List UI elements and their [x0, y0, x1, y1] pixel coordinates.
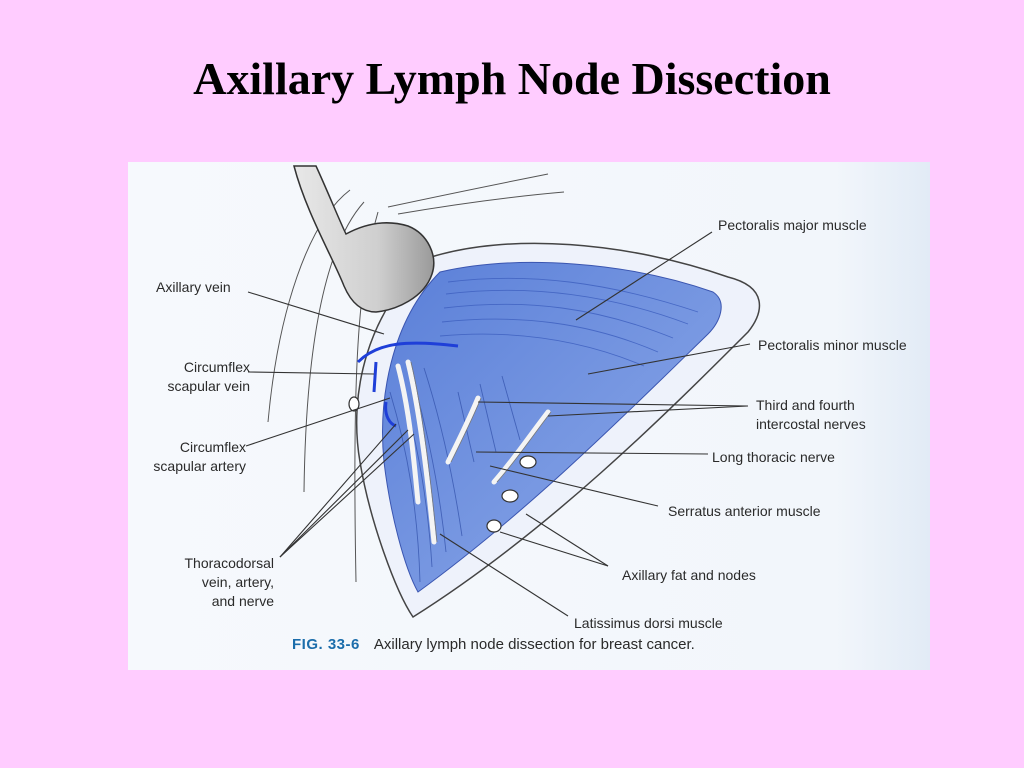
muscle-field [382, 261, 722, 593]
pectoralis-major-fibers [439, 277, 699, 367]
label-axillary-vein: Axillary vein [156, 279, 231, 295]
label-line: Circumflex [183, 359, 250, 375]
label-latissimus-dorsi: Latissimus dorsi muscle [574, 615, 723, 631]
label-long-thoracic-nerve: Long thoracic nerve [712, 449, 835, 465]
label-axillary-fat-nodes: Axillary fat and nodes [622, 567, 756, 583]
label-pectoralis-major: Pectoralis major muscle [718, 217, 867, 233]
anatomy-illustration [245, 165, 761, 619]
label-thoracodorsal: Thoracodorsal vein, artery, and nerve [148, 554, 275, 611]
nerve-outlines [410, 361, 552, 543]
label-line: intercostal nerves [756, 416, 866, 432]
label-serratus-anterior: Serratus anterior muscle [668, 503, 821, 519]
label-line: Third and fourth [756, 397, 855, 413]
figure-caption: FIG. 33-6 Axillary lymph node dissection … [292, 636, 695, 653]
figure-caption-text: Axillary lymph node dissection for breas… [373, 636, 695, 653]
label-line: scapular artery [153, 458, 246, 474]
label-line: Thoracodorsal [184, 555, 275, 571]
arm-humerus [293, 165, 435, 313]
label-line: vein, artery, [201, 574, 274, 590]
slide-title: Axillary Lymph Node Dissection [193, 53, 831, 104]
anatomy-figure: Axillary vein Circumflex scapular vein C… [128, 162, 930, 670]
label-line: Circumflex [179, 439, 246, 455]
leader-lines [245, 231, 751, 617]
label-pectoralis-minor: Pectoralis minor muscle [758, 337, 907, 353]
label-line: and nerve [211, 593, 274, 609]
label-circumflex-scapular-artery: Circumflex scapular artery [132, 438, 246, 476]
figure-number: FIG. 33-6 [292, 636, 360, 653]
label-intercostal-nerves: Third and fourth intercostal nerves [756, 396, 866, 434]
axillary-nodes [348, 396, 537, 533]
axillary-vein [356, 341, 459, 364]
label-circumflex-scapular-vein: Circumflex scapular vein [138, 358, 251, 396]
label-line: scapular vein [167, 378, 251, 394]
